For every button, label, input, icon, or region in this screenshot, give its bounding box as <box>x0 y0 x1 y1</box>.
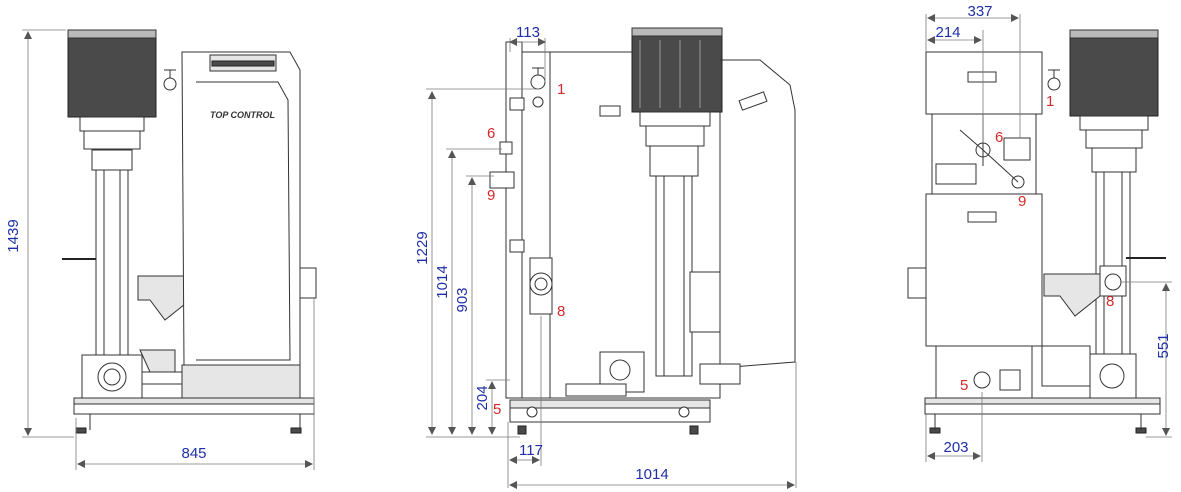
callout-8-rear: 8 <box>1106 293 1114 310</box>
callout-6-rear: 6 <box>995 129 1003 146</box>
cabinet-logo: TOP CONTROL <box>210 110 275 120</box>
callout-5-rear: 5 <box>960 377 968 394</box>
callout-5-side: 5 <box>493 401 501 418</box>
callout-8-side: 8 <box>557 303 565 320</box>
front-view: TOP CONTROL 1439 845 <box>5 29 317 470</box>
dim-rear-height: 551 <box>1155 333 1172 358</box>
callout-1-rear: 1 <box>1046 93 1054 110</box>
callout-9-side: 9 <box>487 187 495 204</box>
dim-side-903: 903 <box>454 287 471 312</box>
dim-rear-bottom-offset: 203 <box>943 439 968 456</box>
dim-rear-top-offset: 214 <box>935 24 960 41</box>
dim-side-offset-bottom: 117 <box>519 442 543 459</box>
dim-rear-top-width: 337 <box>967 3 992 20</box>
side-view: 1 6 9 8 5 113 1229 1014 903 204 117 1014 <box>414 24 797 489</box>
dim-side-204: 204 <box>474 385 491 410</box>
dim-side-1014: 1014 <box>434 265 451 298</box>
dim-side-width: 1014 <box>635 466 668 483</box>
callout-1-side: 1 <box>557 81 565 98</box>
rear-view: 1 6 9 8 5 337 214 551 203 <box>907 3 1172 462</box>
dim-left-width: 845 <box>181 445 206 462</box>
callout-6-side: 6 <box>487 125 495 142</box>
dim-side-1229: 1229 <box>414 231 431 264</box>
dim-left-height: 1439 <box>5 219 22 252</box>
dim-side-offset-top: 113 <box>516 24 540 41</box>
callout-9-rear: 9 <box>1018 193 1026 210</box>
